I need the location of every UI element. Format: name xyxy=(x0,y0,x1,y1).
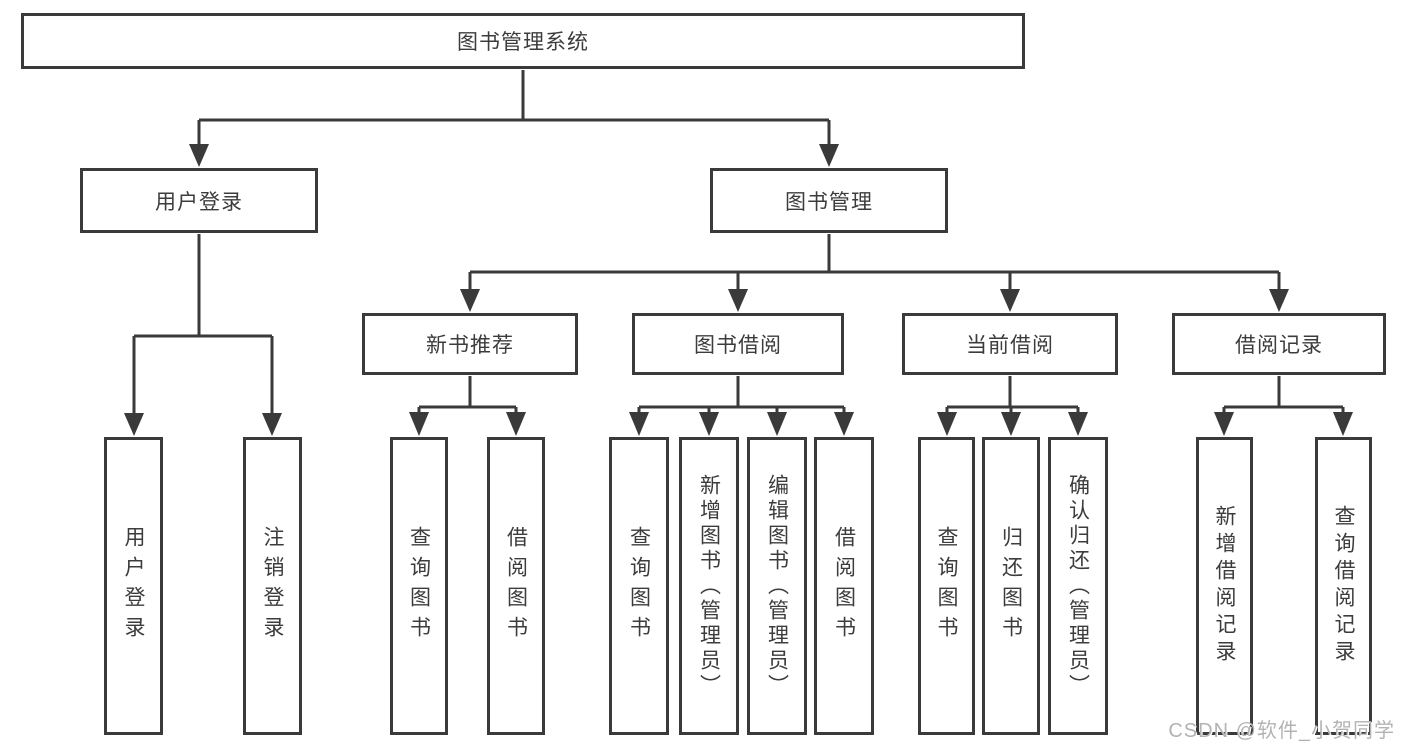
arrowhead xyxy=(1068,412,1088,436)
arrowhead xyxy=(262,413,282,436)
leaf-node-borrow-books: 借阅图书 xyxy=(487,437,545,735)
connector-borrow-records-to-leaves xyxy=(1214,376,1353,436)
arrowhead xyxy=(819,144,839,167)
leaf-node-add-borrow-record: 新增借阅记录 xyxy=(1196,437,1253,735)
arrowhead xyxy=(1269,289,1289,312)
arrowhead xyxy=(629,412,649,436)
arrowhead xyxy=(937,412,957,436)
arrowhead xyxy=(1333,412,1353,436)
leaf-node-query-books-3: 查询图书 xyxy=(918,437,975,735)
leaf-node-logout: 注销登录 xyxy=(243,437,302,735)
module-node-new-book-recommend: 新书推荐 xyxy=(362,313,578,375)
arrowhead xyxy=(189,144,209,167)
connector-current-borrow-to-leaves xyxy=(937,376,1088,436)
arrowhead xyxy=(699,412,719,436)
connector-user-login-to-leaves xyxy=(124,234,282,436)
arrowhead xyxy=(767,412,787,436)
leaf-node-query-books: 查询图书 xyxy=(390,437,448,735)
leaf-node-edit-books-admin: 编辑图书（管理员） xyxy=(747,437,807,735)
connector-book-borrow-to-leaves xyxy=(629,376,854,436)
arrowhead xyxy=(1000,289,1020,312)
leaf-node-add-books-admin: 新增图书（管理员） xyxy=(679,437,739,735)
leaf-node-return-books: 归还图书 xyxy=(982,437,1040,735)
arrowhead xyxy=(124,413,144,436)
branch-node-book-management: 图书管理 xyxy=(710,168,948,233)
branch-node-user-login: 用户登录 xyxy=(80,168,318,233)
csdn-watermark: CSDN @软件_小贺同学 xyxy=(1168,720,1395,742)
leaf-node-query-borrow-record: 查询借阅记录 xyxy=(1315,437,1372,735)
root-node-library-system: 图书管理系统 xyxy=(21,13,1025,69)
arrowhead xyxy=(1214,412,1234,436)
arrowhead xyxy=(409,412,429,436)
arrowhead xyxy=(728,289,748,312)
leaf-node-user-login: 用户登录 xyxy=(104,437,163,735)
leaf-node-borrow-books-2: 借阅图书 xyxy=(814,437,874,735)
leaf-node-query-books-2: 查询图书 xyxy=(609,437,669,735)
connector-book-mgmt-to-modules xyxy=(460,234,1289,312)
arrowhead xyxy=(1001,412,1021,436)
arrowhead xyxy=(834,412,854,436)
connector-new-books-to-leaves xyxy=(409,376,526,436)
module-node-book-borrowing: 图书借阅 xyxy=(632,313,844,375)
connector-root-to-branches xyxy=(189,70,839,167)
leaf-node-confirm-return-admin: 确认归还（管理员） xyxy=(1048,437,1108,735)
module-node-borrowing-records: 借阅记录 xyxy=(1172,313,1386,375)
arrowhead xyxy=(506,412,526,436)
module-node-current-borrowing: 当前借阅 xyxy=(902,313,1118,375)
arrowhead xyxy=(460,289,480,312)
